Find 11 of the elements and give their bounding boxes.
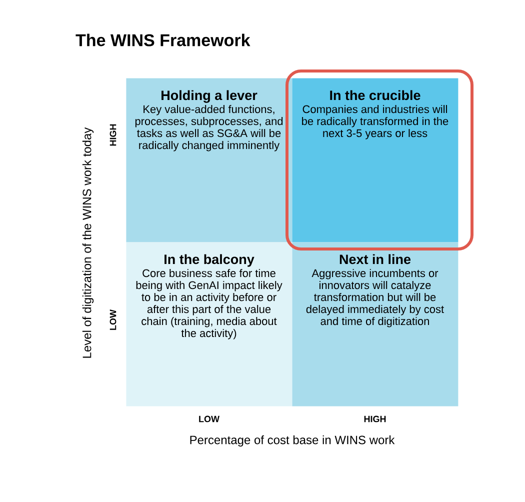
quadrant-box: In the crucible Companies and industries will be radically transformed in the next 3-5 years or less [292,78,458,242]
axis-tick-label: LOW [110,310,116,330]
quadrant-box: In the balcony Core business safe for time being with GenAI impact likely to be in an activity before or after this part of the value chain (training, media about the activity) [126,242,292,406]
quadrant-box: Next in line Aggressive incumbents or innovators will catalyze transformation but will be delayed immediately by cost and time of digitization [292,242,458,406]
quadrant-box: Holding a lever Key value-added functions, processes, subprocesses, and tasks as well as SG&A will be radically changed imminently [126,78,292,242]
title: The WINS Framework [76,34,250,46]
axis-tick-label: LOW [199,416,220,422]
axis-tick-label: HIGH [110,124,116,146]
axis-title: Percentage of cost base in WINS work [190,435,395,447]
axis-title: Level of digitization of the WINS work today [82,127,94,358]
axis-tick-label: HIGH [364,416,386,422]
